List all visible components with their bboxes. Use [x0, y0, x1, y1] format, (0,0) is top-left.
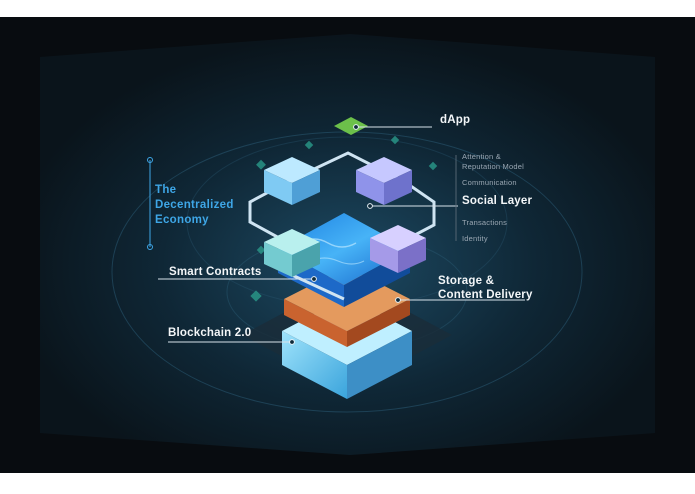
- leader-dot: [353, 124, 359, 130]
- leader-dot: [395, 297, 401, 303]
- dapp-connector: [292, 151, 436, 249]
- leader-dot: [311, 276, 317, 282]
- storage-label: Storage & Content Delivery: [438, 275, 533, 301]
- smart-contracts-label: Smart Contracts: [169, 266, 262, 278]
- social-layer-label: Social Layer: [462, 195, 533, 207]
- module-cube-bottom-left: [264, 229, 320, 277]
- social-sublayer-attention: Attention & Reputation Model: [462, 152, 524, 171]
- social-sublayer-identity: Identity: [462, 234, 488, 243]
- module-cube-top-right: [356, 157, 412, 205]
- diagram-artwork: [40, 34, 655, 455]
- leader-dot: [367, 203, 373, 209]
- floating-diamond: [428, 161, 438, 171]
- floating-diamond: [250, 290, 262, 302]
- module-cube-top-left: [264, 157, 320, 205]
- diagram-canvas: The Decentralized Economy dApp Social La…: [0, 17, 695, 473]
- social-sublayer-transactions: Transactions: [462, 218, 508, 227]
- leader-dot: [289, 339, 295, 345]
- economy-bracket-dot: [147, 157, 153, 163]
- blockchain-label: Blockchain 2.0: [168, 327, 252, 339]
- module-cube-bottom-right: [370, 225, 426, 273]
- floating-diamond: [256, 159, 266, 170]
- decentralized-economy-title: The Decentralized Economy: [155, 184, 234, 226]
- dapp-tile: [334, 117, 368, 135]
- economy-bracket-dot: [147, 244, 153, 250]
- floating-diamond: [256, 245, 266, 255]
- dapp-label: dApp: [440, 114, 471, 126]
- social-sublayer-communication: Communication: [462, 178, 517, 187]
- floating-diamond: [304, 140, 314, 150]
- floating-diamond: [390, 135, 400, 145]
